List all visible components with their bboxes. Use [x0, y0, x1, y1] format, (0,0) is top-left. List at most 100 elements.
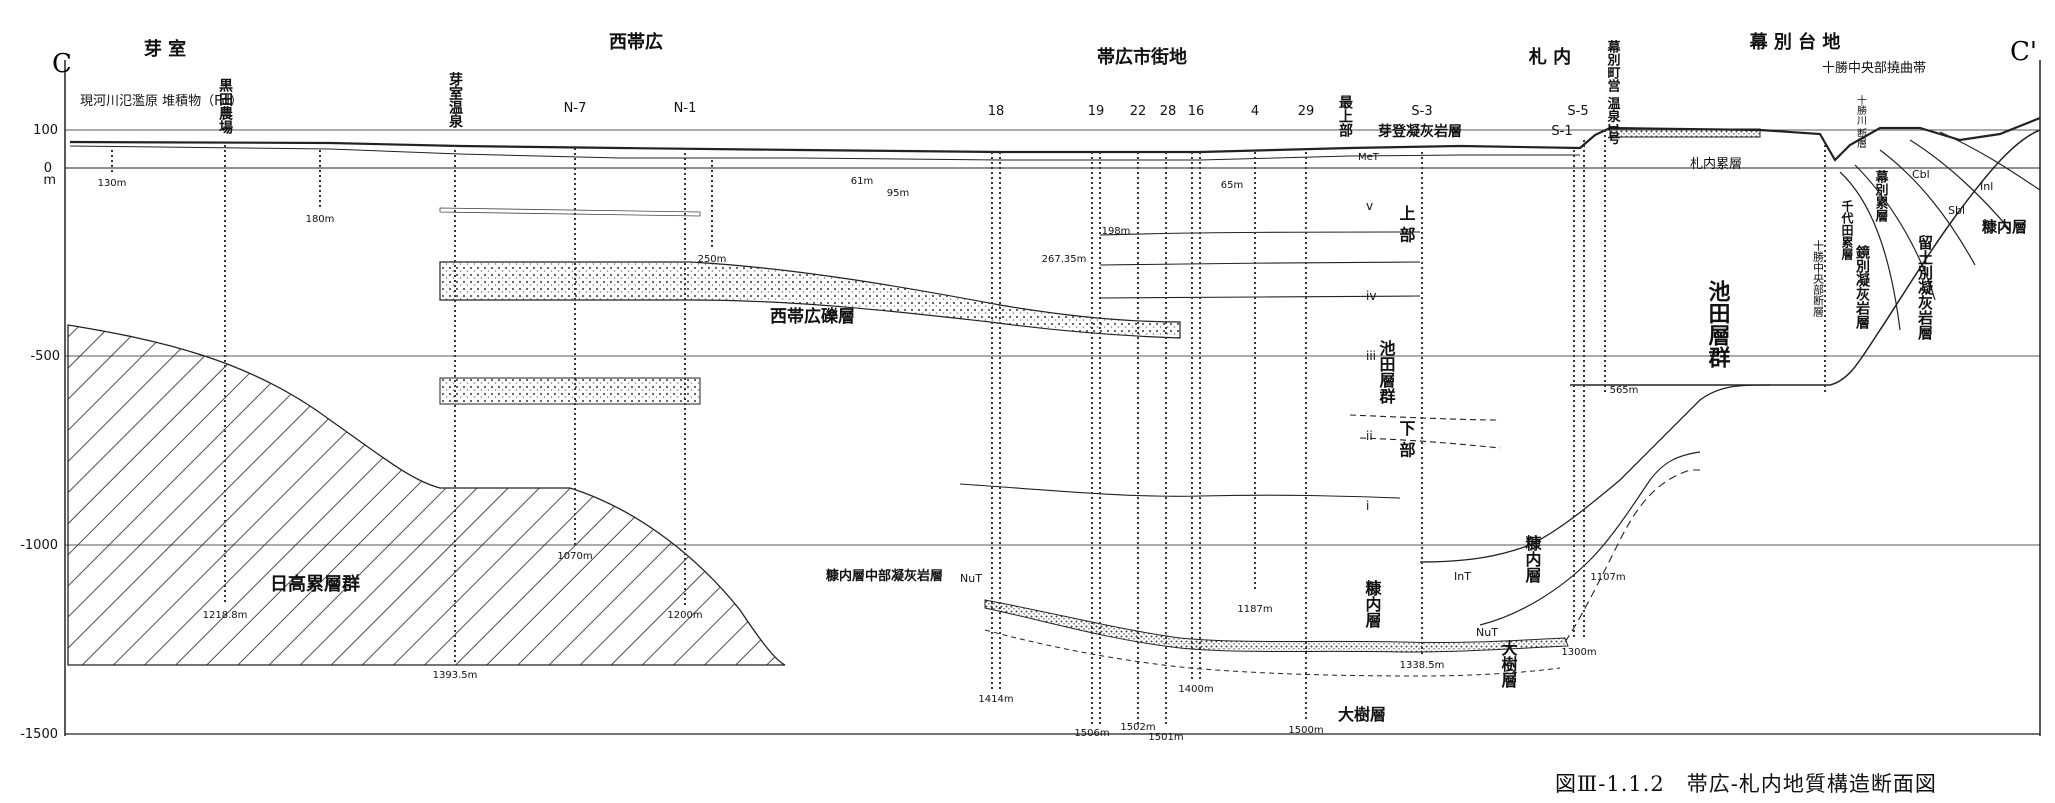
annotation-kamishibetsu: 留土別凝灰岩層	[1916, 234, 1934, 341]
depth-565: 565m	[1610, 385, 1639, 396]
annotation-kuroda: 黒田農場	[217, 78, 233, 135]
annotation-kushinai-slant: 糠内層	[1523, 534, 1543, 584]
well-labels: N-7 N-1 18 19 22 28 16 4 29 S-3 S-5 S-1	[564, 101, 1589, 139]
depth-267: 267.35m	[1042, 254, 1087, 265]
well-28: 28	[1160, 104, 1177, 119]
y-tick-1500: -1500	[20, 727, 58, 742]
well-29: 29	[1298, 104, 1315, 119]
depth-61: 61m	[851, 176, 873, 187]
vertical-annotations: 黒田農場 芽室温泉 最上部 幕別町営 温泉1号 上 部 下 部 池田層群 池田層…	[217, 39, 1934, 689]
y-tick-1000: -1000	[20, 538, 58, 553]
annotation-kushinai: 糠内層	[1363, 579, 1383, 629]
nukanai-tuff-bed	[984, 599, 1569, 653]
well-n7: N-7	[564, 101, 587, 116]
region-memuro: 芽 室	[144, 38, 186, 60]
annotation-inl: Inl	[1980, 180, 1993, 193]
well-s5: S-5	[1567, 104, 1588, 119]
depth-1107: 1107m	[1590, 572, 1625, 583]
annotation-tfault: 十勝川 断層	[1855, 94, 1867, 148]
corner-label-right: C'	[2010, 37, 2037, 67]
depth-180: 180m	[306, 214, 335, 225]
y-tick-500: -500	[30, 349, 60, 364]
annotation-memuro-tuff: 芽登凝灰岩層	[1378, 123, 1462, 140]
ikeda-base-sanai	[1570, 129, 2041, 386]
annotation-sbl: Sbl	[1948, 204, 1965, 217]
annotation-kushinai-tuff: 糠内層中部凝灰岩層	[825, 568, 943, 584]
region-obihiro-city: 帯広市街地	[1097, 46, 1187, 68]
annotation-ikeda-group: 池田層群	[1377, 339, 1396, 405]
depth-1501: 1501m	[1148, 732, 1183, 743]
annotation-nut-2: NuT	[1476, 626, 1498, 639]
taiki-top	[984, 629, 1561, 677]
well-19: 19	[1088, 104, 1105, 119]
region-sanai: 札 内	[1528, 46, 1571, 68]
depth-1218: 1218.8m	[203, 610, 248, 621]
y-tick-100: 100	[33, 123, 58, 138]
annotation-met: MeT	[1358, 152, 1380, 163]
region-makubetsu: 幕 別 台 地	[1749, 31, 1841, 53]
region-nishiobihiro: 西帯広	[609, 31, 663, 53]
ikeda-layers	[959, 231, 1501, 499]
annotation-sanai: 札内累層	[1690, 156, 1742, 172]
depth-130: 130m	[98, 178, 127, 189]
well-4: 4	[1251, 104, 1259, 119]
well-logs	[111, 130, 1826, 725]
annotation-lower: 下 部	[1397, 420, 1416, 459]
annotations: 現河川氾濫原 堆積物（Fd） 芽登凝灰岩層 MeT 札内累層 十勝中央部撓曲帯 …	[80, 61, 2027, 724]
depth-250: 250m	[698, 254, 727, 265]
depth-1393: 1393.5m	[433, 670, 478, 681]
annotation-upper: 上 部	[1397, 205, 1416, 244]
ground-surface	[69, 116, 2041, 162]
annotation-nut: NuT	[960, 572, 982, 585]
annotation-chitose-tuff: 鏡別凝灰岩層	[1854, 244, 1871, 330]
depth-labels: 130m 180m 250m 61m 95m 198m 267.35m 65m …	[98, 176, 1639, 743]
y-unit: m	[43, 173, 56, 188]
gravel-bed-lower	[439, 377, 701, 405]
headers: C C'	[52, 37, 2037, 79]
depth-1070: 1070m	[557, 551, 592, 562]
gravel-bed-lower-2	[439, 207, 701, 217]
depth-1338: 1338.5m	[1400, 660, 1445, 671]
annotation-nishiobihiro-gravel: 西帯広礫層	[770, 306, 855, 327]
depth-1400: 1400m	[1178, 684, 1213, 695]
annotation-i: i	[1366, 499, 1369, 513]
annotation-memuro-onsen: 芽室温泉	[447, 71, 463, 129]
depth-1502: 1502m	[1120, 722, 1155, 733]
depth-1500: 1500m	[1288, 725, 1323, 736]
annotation-v: v	[1366, 199, 1373, 213]
annotation-chuo-fault: 十勝中央部断層	[1812, 239, 1825, 317]
annotation-taiki-slant: 大樹層	[1499, 639, 1518, 689]
fd-layer-base	[69, 145, 1580, 161]
depth-95: 95m	[887, 188, 909, 199]
annotation-int: InT	[1454, 570, 1471, 583]
annotation-kushinai-right: 糠内層	[1981, 218, 2027, 236]
int-bed	[1419, 384, 1771, 563]
y-tick-0: 0	[44, 161, 52, 176]
annotation-ii: ii	[1366, 429, 1373, 443]
depth-198: 198m	[1102, 226, 1131, 237]
annotation-taiki: 大樹層	[1338, 705, 1386, 724]
annotation-tokachi-fold: 十勝中央部撓曲帯	[1822, 61, 1926, 76]
well-16: 16	[1188, 104, 1205, 119]
well-22: 22	[1130, 104, 1147, 119]
annotation-ikeda-group-right: 池田層群	[1705, 280, 1731, 369]
depth-1506: 1506m	[1074, 728, 1109, 739]
annotation-hidaka: 日高累層群	[270, 573, 360, 595]
well-18: 18	[988, 104, 1005, 119]
y-axis: 100 0 m -500 -1000 -1500	[20, 123, 60, 742]
corner-label-left: C	[52, 49, 72, 79]
annotation-makubetsu-layer: 幕別累層	[1873, 169, 1890, 223]
depth-65: 65m	[1221, 180, 1243, 191]
well-s1: S-1	[1551, 124, 1572, 139]
annotation-cbl: Cbl	[1912, 168, 1930, 181]
region-labels: 芽 室 西帯広 帯広市街地 札 内 幕 別 台 地	[144, 31, 1841, 68]
figure-caption: 図Ⅲ-1.1.2 帯広-札内地質構造断面図	[1555, 772, 1937, 796]
nut-curve	[1564, 469, 1700, 643]
int-bed-lower	[1479, 451, 1701, 626]
terrace-deposit	[1609, 128, 1761, 138]
annotation-chitose: 千代田累層	[1840, 199, 1854, 261]
annotation-top: 最上部	[1337, 94, 1353, 138]
hidaka-group-unit	[67, 324, 786, 666]
depth-1200: 1200m	[667, 610, 702, 621]
